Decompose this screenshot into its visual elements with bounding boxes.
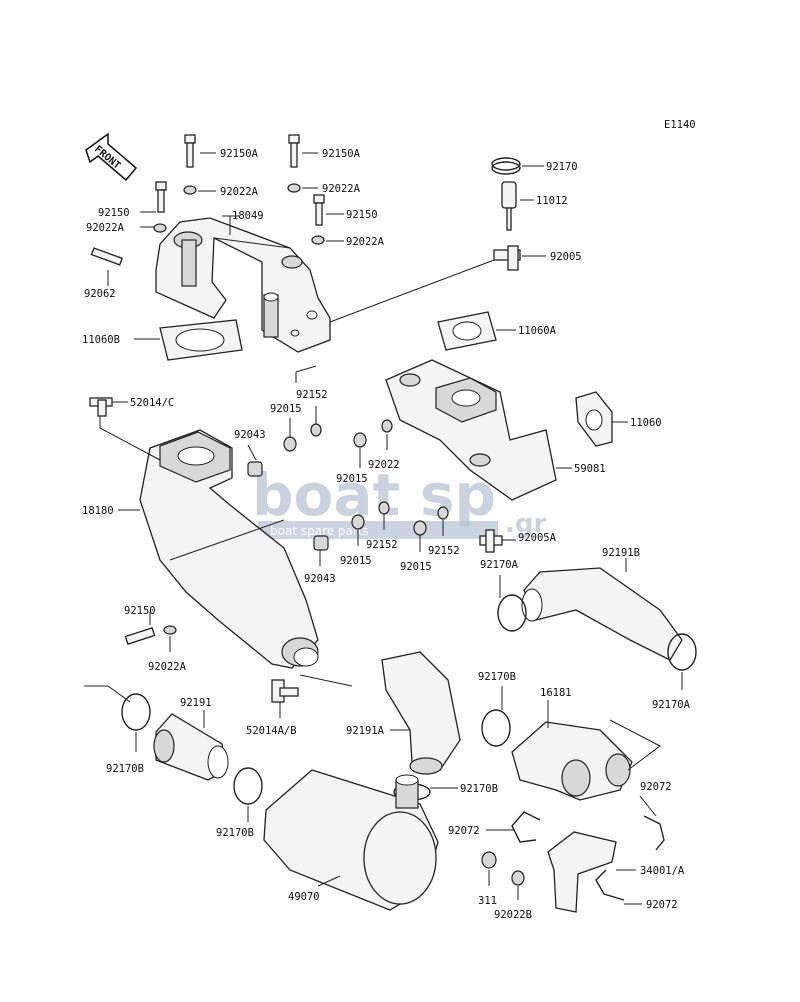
stud-92062-icon [90,247,123,266]
label-52014AB: 52014A/B [246,725,297,737]
label-92022: 92022 [368,459,400,471]
label-92150-2: 92150 [346,209,378,221]
label-92170A-2: 92170A [652,699,691,711]
part-labels: 92150A 92150A 92022A 92022A 92150 18049 … [82,148,691,921]
label-92170: 92170 [546,161,578,173]
label-92150A-1: 92150A [220,148,259,160]
label-92015-2: 92015 [336,473,368,485]
nut-92015-icon [283,432,427,536]
washer-92022A-icon [153,183,325,635]
label-92170B-4: 92170B [216,827,254,839]
clamp-92170A-icon [497,594,697,671]
spacer-92043-icon [247,461,329,551]
label-11060: 11060 [630,417,662,429]
label-11012: 11012 [536,195,568,207]
label-92170B-1: 92170B [478,671,516,683]
bolt-92150A-right-icon [288,134,300,168]
label-92022A-5: 92022A [148,661,187,673]
muffler-49070 [263,769,439,911]
bolt-92150-icon [155,181,325,226]
bolt-92150A-left-icon [184,134,196,168]
watermark-main-a: boat [252,461,400,529]
label-92043-2: 92043 [304,573,336,585]
hose-92191A [381,651,461,775]
label-92191: 92191 [180,697,212,709]
label-59081: 59081 [574,463,606,475]
label-92191A: 92191A [346,725,385,737]
exhaust-pipe-18180 [139,429,319,669]
label-18049: 18049 [232,210,264,222]
nut-311-icon [481,851,497,869]
label-92022A-1: 92022A [220,186,259,198]
label-92072-1: 92072 [640,781,672,793]
label-92072-3: 92072 [646,899,678,911]
label-92191B: 92191B [602,547,640,559]
label-92150A-2: 92150A [322,148,361,160]
label-92062: 92062 [84,288,116,300]
water-jacket-59081 [385,359,557,501]
label-92015-4: 92015 [400,561,432,573]
gasket-11060B-icon [159,319,243,361]
plug-11012-icon [501,181,517,231]
label-16181: 16181 [540,687,572,699]
label-92005A: 92005A [518,532,557,544]
joint-16181 [511,721,633,801]
exhaust-manifold-18049 [155,217,331,353]
band-92072-icon [511,811,665,901]
washer-92022-icon [381,419,393,433]
label-49070: 49070 [288,891,320,903]
label-92015-1: 92015 [270,403,302,415]
label-92152-1: 92152 [296,389,328,401]
clamp-92170-icon [491,157,521,175]
label-11060B: 11060B [82,334,120,346]
hose-92191B [521,567,683,661]
label-92022B: 92022B [494,909,532,921]
watermark-suffix: .gr [505,509,546,539]
fitting-92005-icon [493,245,521,271]
front-arrow-icon: FRONT [85,132,138,182]
label-92152-3: 92152 [428,545,460,557]
label-92022A-3: 92022A [86,222,125,234]
label-311: 311 [478,895,497,907]
label-92022A-2: 92022A [322,183,361,195]
diagram-code: E1140 [664,119,696,131]
label-92170A-1: 92170A [480,559,519,571]
label-92043-1: 92043 [234,429,266,441]
label-92150-1: 92150 [98,207,130,219]
label-92150-3: 92150 [124,605,156,617]
label-52014C: 52014/C [130,397,174,409]
gasket-11060-icon [575,391,613,447]
label-92005: 92005 [550,251,582,263]
collar-92152-icon [310,423,449,520]
label-92015-3: 92015 [340,555,372,567]
watermark-tagline: boat spare parts [270,524,369,538]
label-92170B-2: 92170B [106,763,144,775]
label-92152-2: 92152 [366,539,398,551]
hose-92191 [153,713,229,781]
label-11060A: 11060A [518,325,557,337]
label-92170B-3: 92170B [460,783,498,795]
bracket-34001A [547,831,617,913]
gasket-11060A-icon [437,311,497,351]
bolt-92150-lower-icon [124,627,156,645]
label-34001A: 34001/A [640,865,685,877]
label-92022A-4: 92022A [346,236,385,248]
leader-lines [84,152,683,905]
fitting-52014C-icon [89,397,113,417]
label-18180: 18180 [82,505,114,517]
washer-92022B-icon [511,870,525,886]
label-92072-2: 92072 [448,825,480,837]
fitting-52014AB-icon [271,679,299,703]
